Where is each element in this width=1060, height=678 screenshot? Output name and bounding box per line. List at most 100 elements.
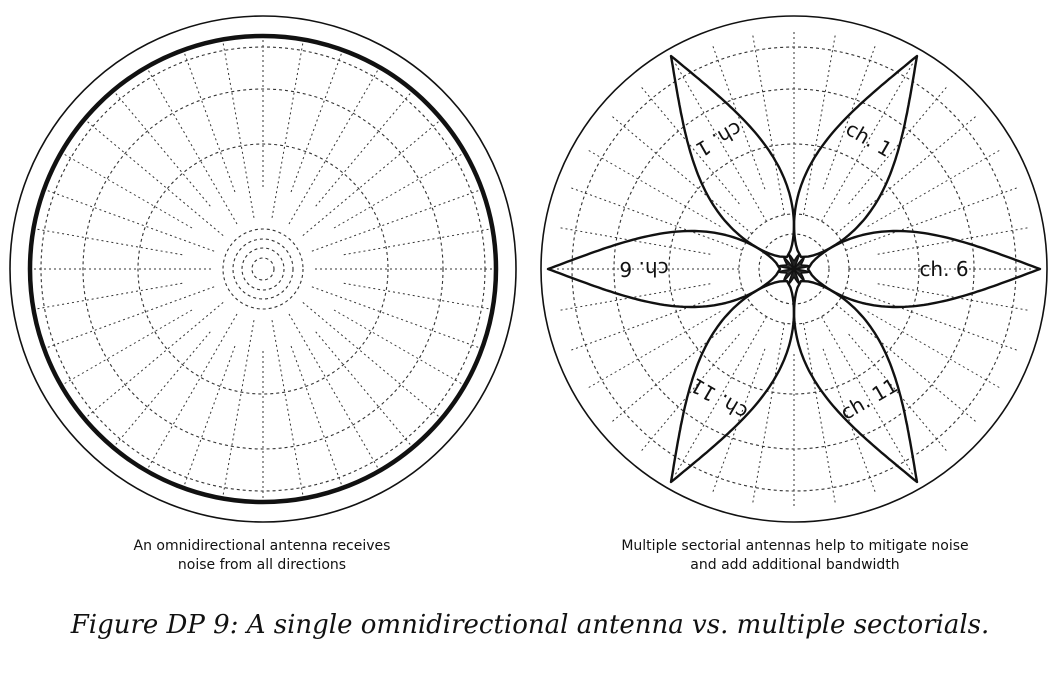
grid-spoke — [712, 348, 766, 492]
grid-spoke — [588, 150, 721, 227]
grid-spoke — [571, 187, 743, 251]
omnidirectional-polar-plot — [9, 15, 517, 523]
grid-spoke — [822, 348, 876, 492]
grid-spoke — [612, 303, 753, 422]
grid-spoke — [221, 35, 255, 218]
grid-spoke — [302, 302, 445, 422]
grid-spoke — [57, 150, 193, 229]
grid-spoke — [752, 323, 785, 503]
side-lobe — [793, 264, 810, 270]
grid-spoke — [315, 331, 416, 451]
omni-caption: An omnidirectional antenna receives nois… — [22, 537, 502, 575]
grid-spoke — [288, 63, 382, 225]
grid-spoke — [81, 302, 224, 422]
grid-spoke — [110, 87, 211, 207]
grid-spoke — [835, 303, 976, 422]
lobe-label-2: ch. 1 — [842, 116, 897, 161]
grid-spoke — [290, 46, 345, 193]
grid-spoke — [867, 311, 1000, 388]
side-lobe — [793, 268, 800, 285]
grid-spoke — [271, 320, 305, 503]
grid-spoke — [110, 331, 211, 451]
grid-spoke — [560, 227, 711, 255]
grid-spoke — [311, 286, 486, 351]
grid-spoke — [290, 345, 345, 492]
sector-lobe — [669, 279, 796, 484]
grid-spoke — [848, 333, 947, 451]
grid-spoke — [29, 282, 183, 311]
grid-ring — [232, 238, 294, 300]
grid-spoke — [181, 345, 236, 492]
grid-ring — [241, 247, 285, 291]
grid-spoke — [181, 46, 236, 193]
grid-spoke — [822, 46, 876, 190]
grid-spoke — [144, 313, 238, 475]
grid-spoke — [343, 227, 497, 256]
lobe-label-3: ch. 11 — [836, 373, 902, 425]
grid-spoke — [752, 35, 785, 215]
grid-spoke — [877, 283, 1028, 311]
omni-caption-line-2: noise from all directions — [177, 557, 347, 573]
grid-spoke — [877, 227, 1028, 255]
grid-spoke — [835, 116, 976, 235]
lobe-label-6: ch. 11 — [686, 373, 752, 425]
grid-spoke — [845, 287, 1017, 351]
grid-spoke — [821, 316, 913, 475]
sector-lobe — [792, 54, 919, 259]
grid-spoke — [221, 320, 255, 503]
lobe-label-5: ch. 1 — [692, 116, 747, 161]
omni-pattern-ring — [27, 33, 499, 505]
grid-spoke — [612, 116, 753, 235]
sectorial-caption-line-1: Multiple sectorial antennas help to miti… — [621, 538, 969, 554]
grid-spoke — [588, 311, 721, 388]
grid-spoke — [81, 116, 224, 236]
side-lobe — [793, 253, 800, 270]
grid-spoke — [848, 87, 947, 205]
grid-ring — [222, 228, 304, 310]
side-lobe — [778, 268, 795, 274]
grid-ring — [137, 143, 389, 395]
grid-spoke — [712, 46, 766, 190]
grid-spoke — [675, 63, 767, 222]
grid-spoke — [343, 282, 497, 311]
grid-spoke — [271, 35, 305, 218]
omni-caption-line-1: An omnidirectional antenna receives — [133, 538, 391, 554]
grid-spoke — [803, 35, 836, 215]
grid-spoke — [311, 187, 486, 252]
outer-boundary-circle — [9, 15, 517, 523]
grid-spoke — [867, 150, 1000, 227]
grid-ring — [251, 257, 275, 281]
sector-lobe — [669, 54, 796, 259]
grid-ring — [82, 88, 444, 450]
grid-spoke — [821, 63, 913, 222]
sectorial-caption: Multiple sectorial antennas help to miti… — [555, 537, 1035, 575]
grid-spoke — [333, 150, 469, 229]
grid-spoke — [40, 187, 215, 252]
grid-spoke — [675, 316, 767, 475]
side-lobe — [793, 268, 810, 274]
grid-spoke — [803, 323, 836, 503]
sectorial-caption-line-2: and add additional bandwidth — [690, 557, 900, 573]
grid-spoke — [57, 309, 193, 388]
grid-spoke — [40, 286, 215, 351]
lobe-label-1: ch. 6 — [919, 257, 968, 281]
sectorial-polar-plot: ch. 6 ch. 1 ch. 11 ch. 6 ch. 1 ch. 11 — [540, 15, 1048, 523]
grid-ring — [40, 46, 486, 492]
grid-spoke — [641, 333, 740, 451]
grid-spoke — [144, 63, 238, 225]
figure-title: Figure DP 9: A single omnidirectional an… — [70, 610, 990, 640]
figure-canvas: ch. 6 ch. 1 ch. 11 ch. 6 ch. 1 ch. 11 — [9, 15, 1048, 523]
lobe-label-4: ch. 6 — [619, 257, 668, 281]
grid-spoke — [845, 187, 1017, 251]
grid-spoke — [641, 87, 740, 205]
grid-spoke — [29, 227, 183, 256]
sector-lobe — [546, 229, 782, 309]
grid-spoke — [315, 87, 416, 207]
grid-spoke — [288, 313, 382, 475]
sector-lobe — [792, 279, 919, 484]
grid-spoke — [302, 116, 445, 236]
sector-lobe — [806, 229, 1042, 309]
side-lobe — [778, 264, 795, 270]
grid-spoke — [571, 287, 743, 351]
outer-boundary-circle — [540, 15, 1048, 523]
